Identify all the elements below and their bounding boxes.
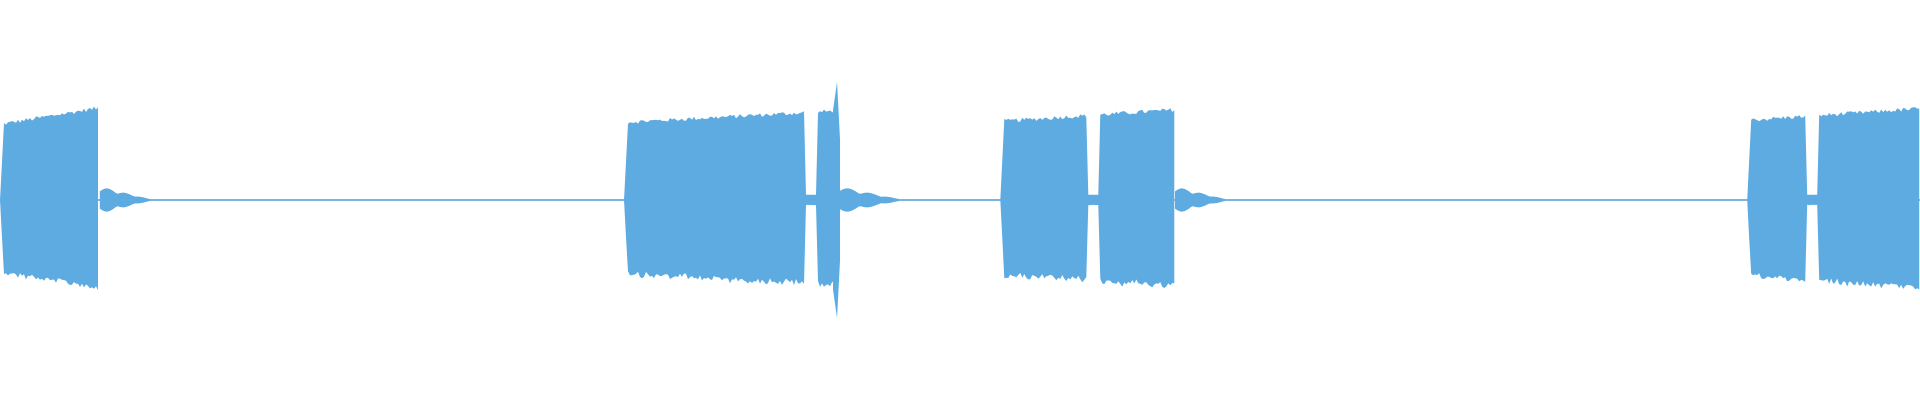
waveform-segment-2 [624,109,838,287]
waveform-peak [833,82,841,318]
waveform-tail-2 [839,188,899,212]
waveform-baseline [0,199,1920,201]
waveform-tail-3 [1175,188,1225,212]
waveform-segment-1 [0,106,98,291]
waveform-segment-4 [1747,107,1920,290]
waveform-segment-3 [1000,108,1175,288]
waveform-tail-1 [99,188,150,212]
waveform-layer [0,82,1920,318]
